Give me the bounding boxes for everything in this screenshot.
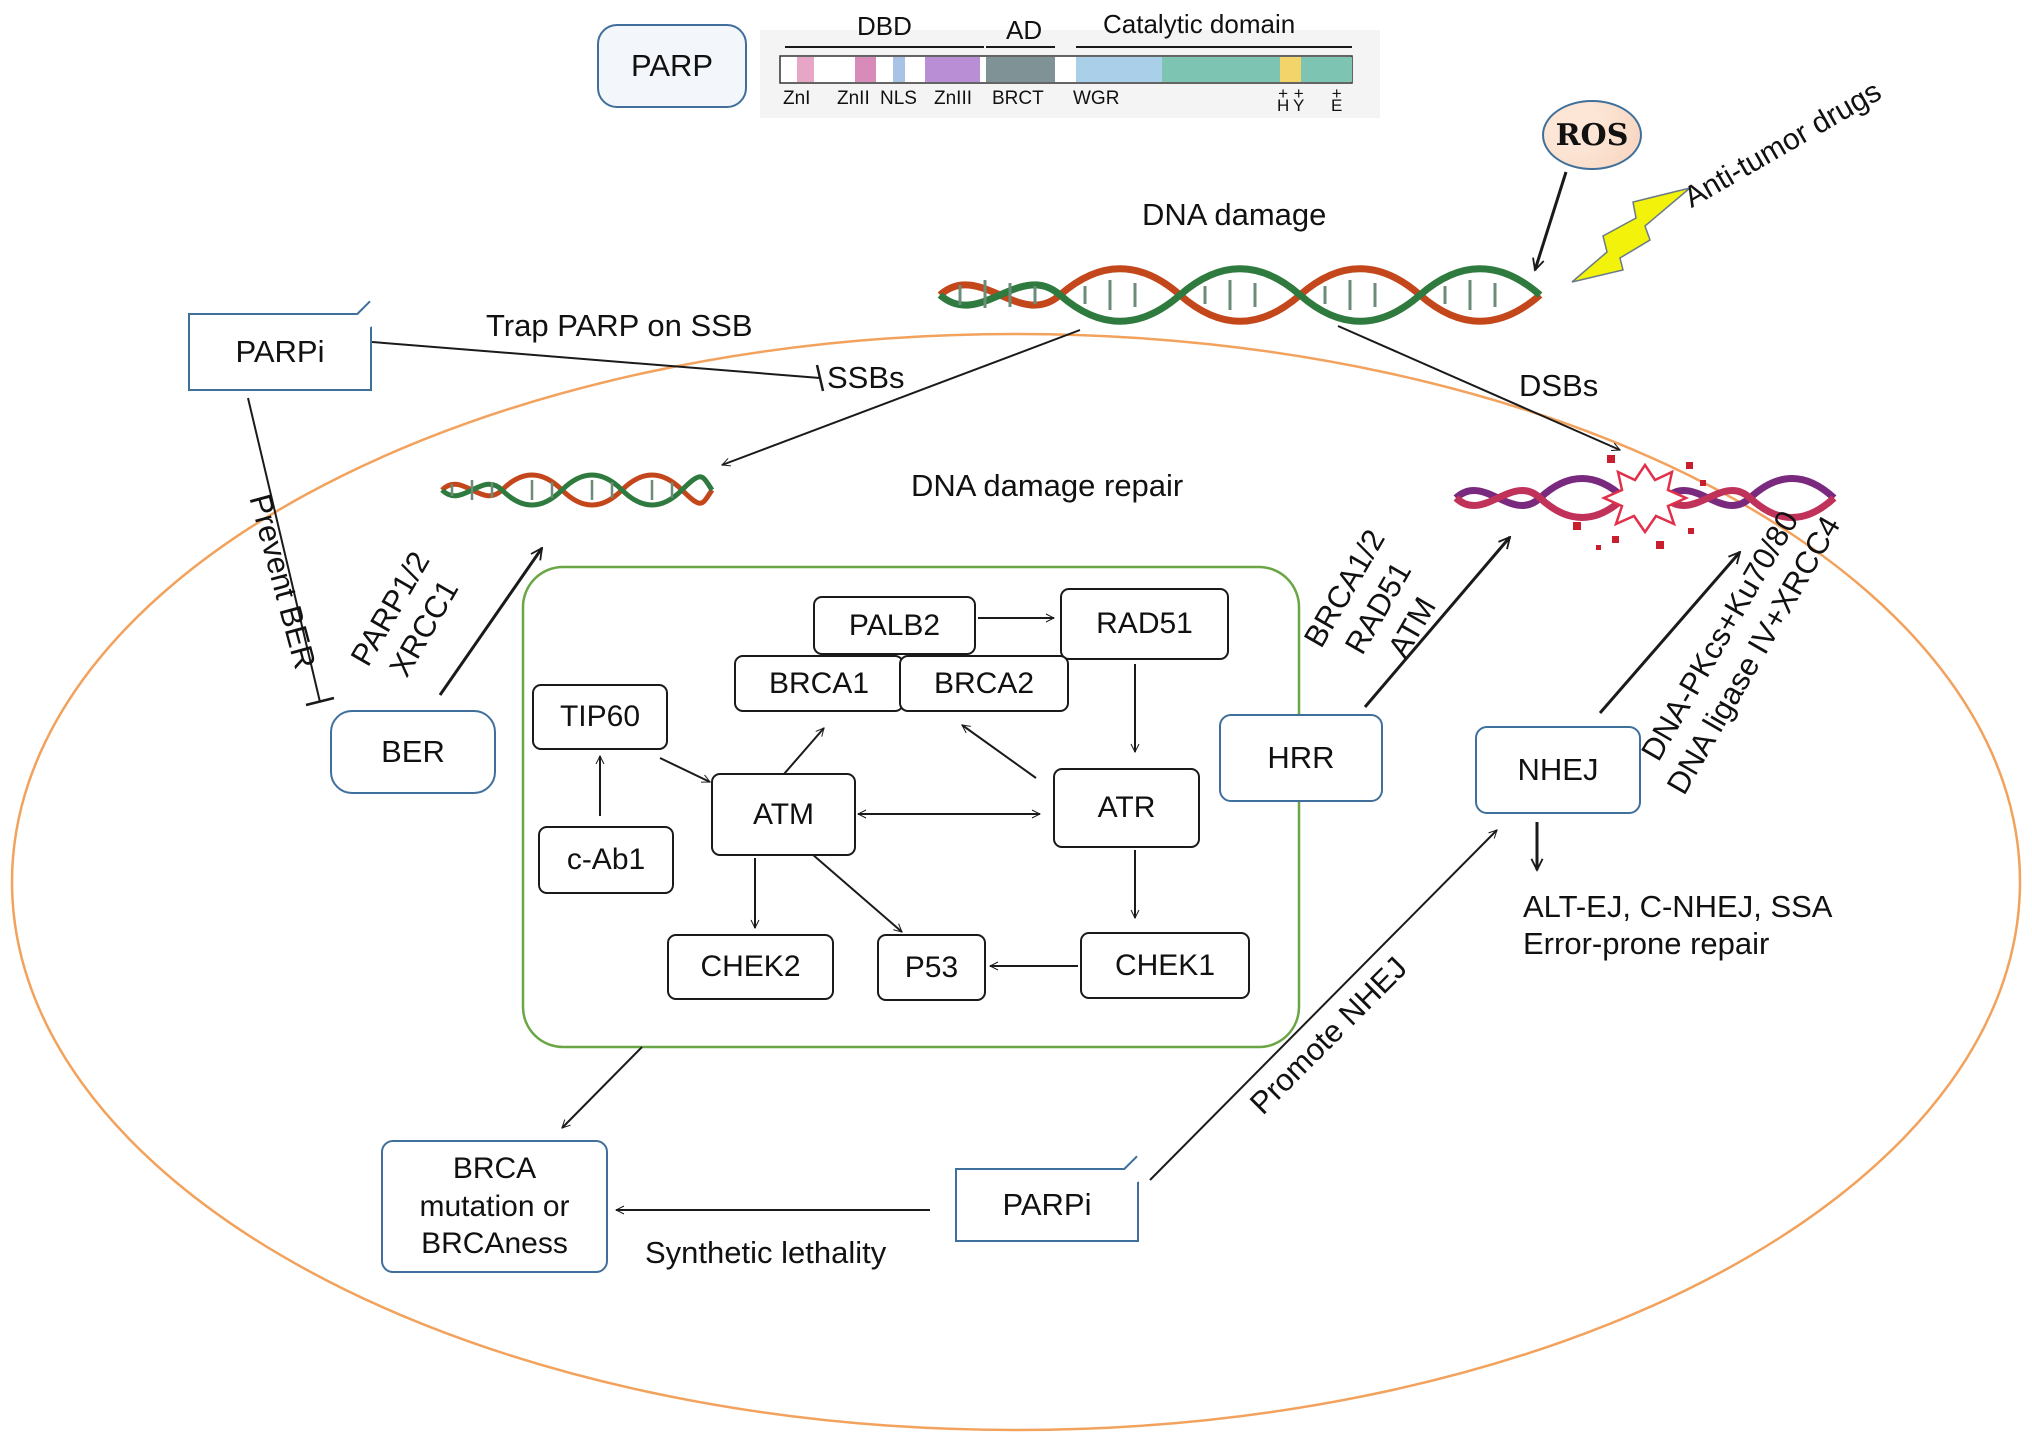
- cabl-label: c-Ab1: [566, 843, 646, 876]
- brca-mutation-box: BRCA mutation or BRCAness: [381, 1140, 608, 1273]
- brca1-node: BRCA1: [734, 655, 904, 712]
- motif-label-zn1: ZnI: [783, 88, 811, 109]
- arrow-atm-brca1: [783, 728, 825, 775]
- parpi-top-box: PARPi: [188, 300, 384, 391]
- cabl-node: c-Ab1: [538, 826, 674, 894]
- synthetic-lethality-label: Synthetic lethality: [645, 1235, 887, 1270]
- ber-box: BER: [330, 710, 496, 794]
- atm-label: ATM: [752, 797, 815, 831]
- residue-e-sign: +: [1331, 84, 1342, 103]
- tip60-node: TIP60: [532, 684, 668, 750]
- lightning-icon: [1571, 187, 1691, 283]
- ber-label: BER: [381, 734, 445, 769]
- ad-label: AD: [1006, 15, 1043, 45]
- trap-parp-label: Trap PARP on SSB: [486, 308, 753, 343]
- arrow-nhej-to-dsb: [1598, 552, 1740, 714]
- ros-arrow: [1535, 171, 1568, 270]
- arrow-dna-to-dsb: [1337, 325, 1620, 450]
- prevent-ber-line: [247, 397, 321, 703]
- parp-protein-label: PARP: [630, 48, 714, 83]
- ssbs-label: SSBs: [827, 360, 905, 395]
- catalytic-segment-b: [1301, 57, 1352, 82]
- arrow-tip60-atm: [659, 757, 710, 783]
- brct-segment: [986, 57, 1055, 82]
- residue-h: +H: [1277, 85, 1290, 115]
- brca1-label: BRCA1: [768, 666, 870, 700]
- parp-domain-structure: [760, 30, 1380, 118]
- parpi-top-label: PARPi: [235, 334, 325, 369]
- nhej-box: NHEJ: [1475, 726, 1641, 814]
- atr-label: ATR: [1097, 791, 1156, 824]
- dna-damage-repair-label: DNA damage repair: [911, 468, 1184, 503]
- ros-bubble: ROS: [1542, 100, 1642, 170]
- residue-y-sign: +: [1293, 84, 1304, 103]
- dna-helix-ssb: [440, 472, 715, 508]
- cell-membrane: [10, 332, 2022, 1432]
- p53-node: P53: [877, 934, 986, 1001]
- chek2-node: CHEK2: [667, 934, 834, 1000]
- chek2-label: CHEK2: [700, 950, 801, 983]
- residue-e-letter: E: [1331, 95, 1343, 115]
- brca-mutation-label: BRCA mutation or BRCAness: [419, 1152, 570, 1261]
- parpi-bottom-box: PARPi: [955, 1155, 1151, 1242]
- hrr-box: HRR: [1219, 714, 1383, 802]
- arrow-dna-to-ssb: [722, 329, 1081, 465]
- rad51-node: RAD51: [1060, 588, 1229, 660]
- motif-label-zn2: ZnII: [837, 88, 870, 109]
- catalytic-segment-hy: [1280, 57, 1301, 82]
- nls-segment: [893, 57, 905, 82]
- motif-label-nls: NLS: [880, 88, 917, 109]
- motif-label-wgr: WGR: [1073, 88, 1120, 109]
- residue-h-sign: +: [1278, 84, 1289, 103]
- arrow-atm-p53: [811, 853, 902, 933]
- zn3-segment: [925, 57, 980, 82]
- rad51-label: RAD51: [1096, 607, 1193, 640]
- dsbs-label: DSBs: [1519, 368, 1599, 403]
- prevent-ber-bar: [305, 696, 335, 707]
- p53-label: P53: [904, 950, 959, 984]
- arrow-frame-to-brca: [562, 1046, 643, 1128]
- residue-e: +E: [1331, 85, 1343, 115]
- motif-label-brct: BRCT: [992, 88, 1044, 109]
- arrow-atr-brca2: [962, 724, 1037, 779]
- hrr-label: HRR: [1267, 740, 1335, 775]
- dna-helix-dsb: [1453, 455, 1837, 550]
- wgr-segment: [1076, 57, 1162, 82]
- residue-y: +Y: [1293, 85, 1305, 115]
- palb2-label: PALB2: [848, 608, 941, 642]
- dbd-label: DBD: [857, 11, 912, 41]
- parp-protein-box: PARP: [597, 24, 747, 108]
- palb2-node: PALB2: [813, 596, 976, 655]
- catalytic-segment-a: [1162, 57, 1280, 82]
- trap-parp-line: [371, 341, 821, 379]
- tip60-label: TIP60: [559, 700, 641, 733]
- brca2-label: BRCA2: [933, 666, 1035, 700]
- chek1-label: CHEK1: [1114, 948, 1216, 982]
- atr-node: ATR: [1053, 768, 1200, 848]
- arrow-parpi-to-nhej: [1149, 830, 1497, 1181]
- catalytic-domain-label: Catalytic domain: [1103, 9, 1296, 39]
- nhej-outcomes-label: ALT-EJ, C-NHEJ, SSA Error-prone repair: [1523, 889, 1833, 962]
- atm-node: ATM: [711, 773, 856, 856]
- dna-helix-main: [937, 265, 1543, 325]
- brca2-node: BRCA2: [899, 655, 1069, 712]
- zn1-segment: [797, 57, 814, 82]
- pathway-frame: [521, 565, 1301, 1049]
- trap-parp-bar: [815, 364, 825, 392]
- dna-damage-label: DNA damage: [1142, 197, 1327, 232]
- nhej-label: NHEJ: [1517, 752, 1599, 787]
- residue-y-letter: Y: [1293, 95, 1305, 115]
- parpi-bottom-label: PARPi: [1002, 1187, 1092, 1222]
- residue-h-letter: H: [1277, 95, 1290, 115]
- arrow-ber-to-repair: [438, 548, 544, 696]
- zn2-segment: [855, 57, 876, 82]
- chek1-node: CHEK1: [1080, 932, 1250, 999]
- motif-label-zn3: ZnIII: [934, 88, 973, 109]
- arrow-hrr-to-dsb: [1363, 537, 1510, 708]
- ros-label: ROS: [1555, 117, 1629, 153]
